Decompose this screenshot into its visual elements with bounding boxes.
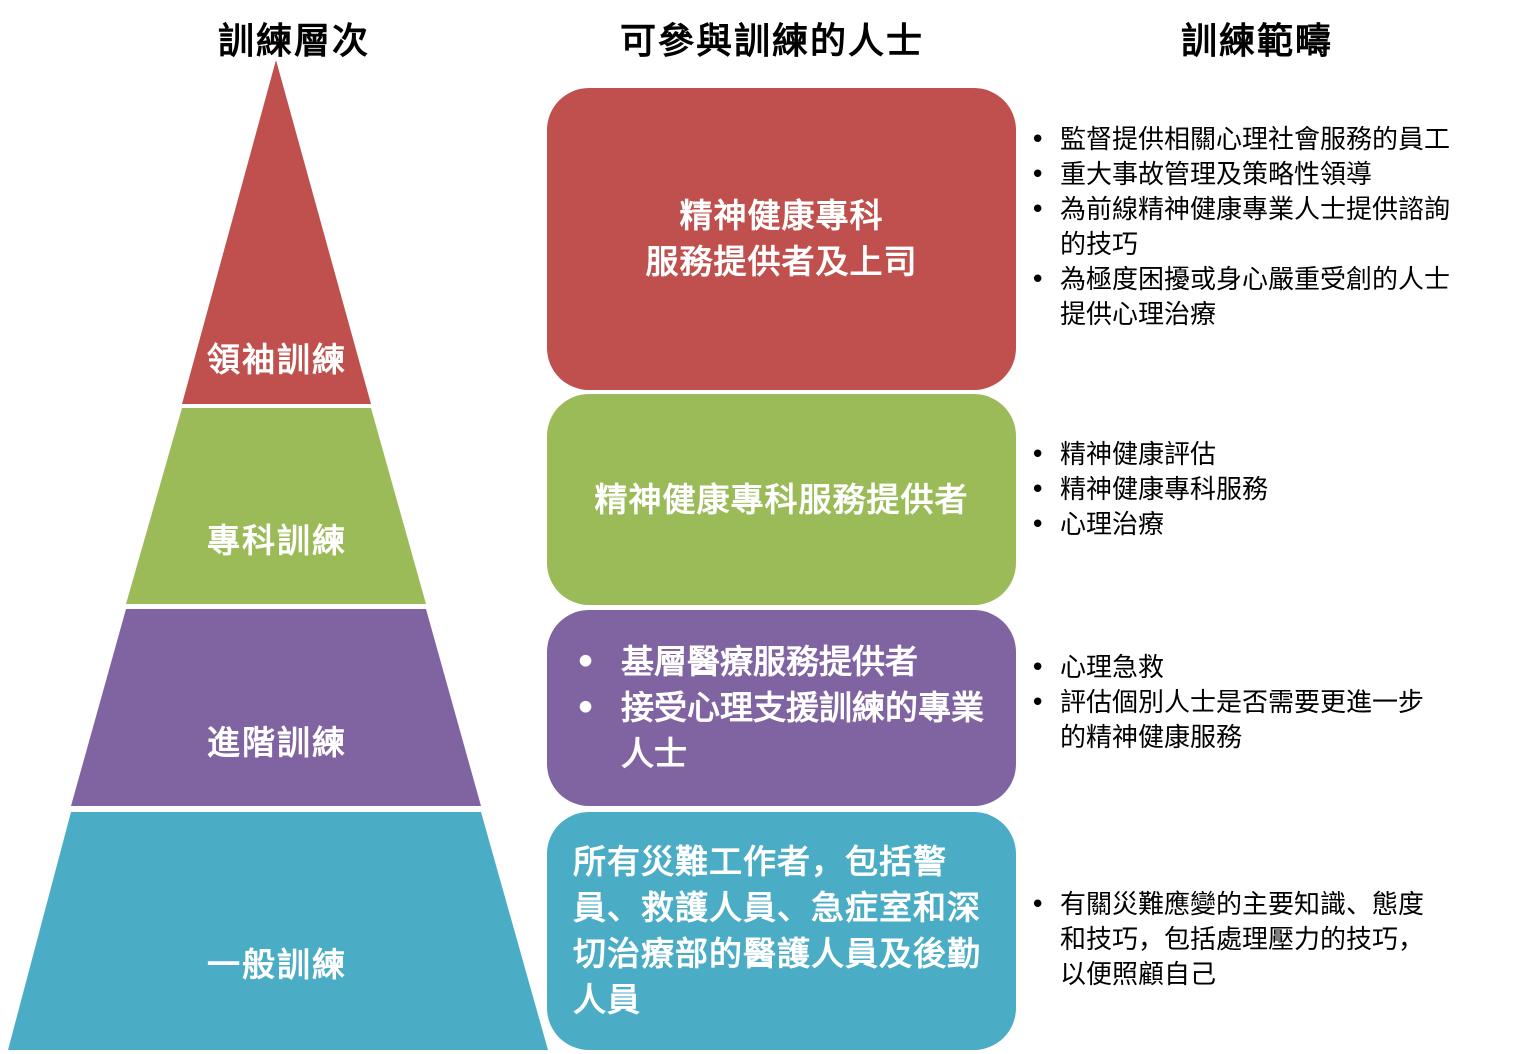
scope-item: 精神健康專科服務	[1028, 473, 1508, 508]
scope-item: 監督提供相關心理社會服務的員工	[1028, 123, 1508, 158]
header-training-level: 訓練層次	[217, 21, 370, 62]
header-training-scope: 訓練範疇	[1180, 21, 1333, 62]
scope-item: 有關災難應變的主要知識、態度和技巧，包括處理壓力的技巧，以便照顧自己	[1028, 888, 1508, 993]
participants-box-leadership: 精神健康專科 服務提供者及上司	[547, 88, 1016, 390]
participants-list: 基層醫療服務提供者 接受心理支援訓練的專業人士	[547, 639, 1016, 777]
pyramid-tier-advanced	[71, 609, 481, 806]
participants-list-item: 接受心理支援訓練的專業人士	[575, 685, 996, 777]
pyramid-tier-leadership	[182, 60, 371, 404]
pyramid-tier-specialist	[126, 408, 426, 604]
level-label-advanced: 進階訓練	[207, 723, 347, 762]
scope-item: 為極度困擾或身心嚴重受創的人士提供心理治療	[1028, 263, 1508, 333]
scope-item: 為前線精神健康專業人士提供諮詢的技巧	[1028, 193, 1508, 263]
scope-item: 重大事故管理及策略性領導	[1028, 158, 1508, 193]
scope-item: 評估個別人士是否需要更進一步的精神健康服務	[1028, 686, 1508, 756]
scope-item: 心理治療	[1028, 508, 1508, 543]
pyramid-tier-general	[8, 812, 548, 1050]
scope-item: 心理急救	[1028, 651, 1508, 686]
scope-list-general: 有關災難應變的主要知識、態度和技巧，包括處理壓力的技巧，以便照顧自己	[1028, 888, 1508, 993]
header-participants: 可參與訓練的人士	[619, 21, 924, 62]
participants-box-specialist: 精神健康專科服務提供者	[547, 394, 1016, 605]
participants-box-advanced: 基層醫療服務提供者 接受心理支援訓練的專業人士	[547, 610, 1016, 806]
scope-item: 精神健康評估	[1028, 438, 1508, 473]
participants-line: 精神健康專科服務提供者	[594, 479, 969, 519]
level-label-general: 一般訓練	[207, 945, 347, 984]
training-pyramid	[8, 60, 548, 1050]
participants-box-general: 所有災難工作者，包括警員、救護人員、急症室和深切治療部的醫護人員及後勤人員	[547, 812, 1016, 1050]
participants-line: 精神健康專科	[679, 196, 884, 235]
level-label-leadership: 領袖訓練	[207, 340, 347, 379]
level-label-specialist: 專科訓練	[207, 521, 347, 560]
participants-list-item: 基層醫療服務提供者	[575, 639, 996, 685]
scope-list-specialist: 精神健康評估 精神健康專科服務 心理治療	[1028, 438, 1508, 543]
scope-list-leadership: 監督提供相關心理社會服務的員工 重大事故管理及策略性領導 為前線精神健康專業人士…	[1028, 123, 1508, 333]
scope-list-advanced: 心理急救 評估個別人士是否需要更進一步的精神健康服務	[1028, 651, 1508, 756]
participants-line: 服務提供者及上司	[645, 242, 918, 281]
participants-line: 所有災難工作者，包括警員、救護人員、急症室和深切治療部的醫護人員及後勤人員	[573, 842, 981, 1019]
